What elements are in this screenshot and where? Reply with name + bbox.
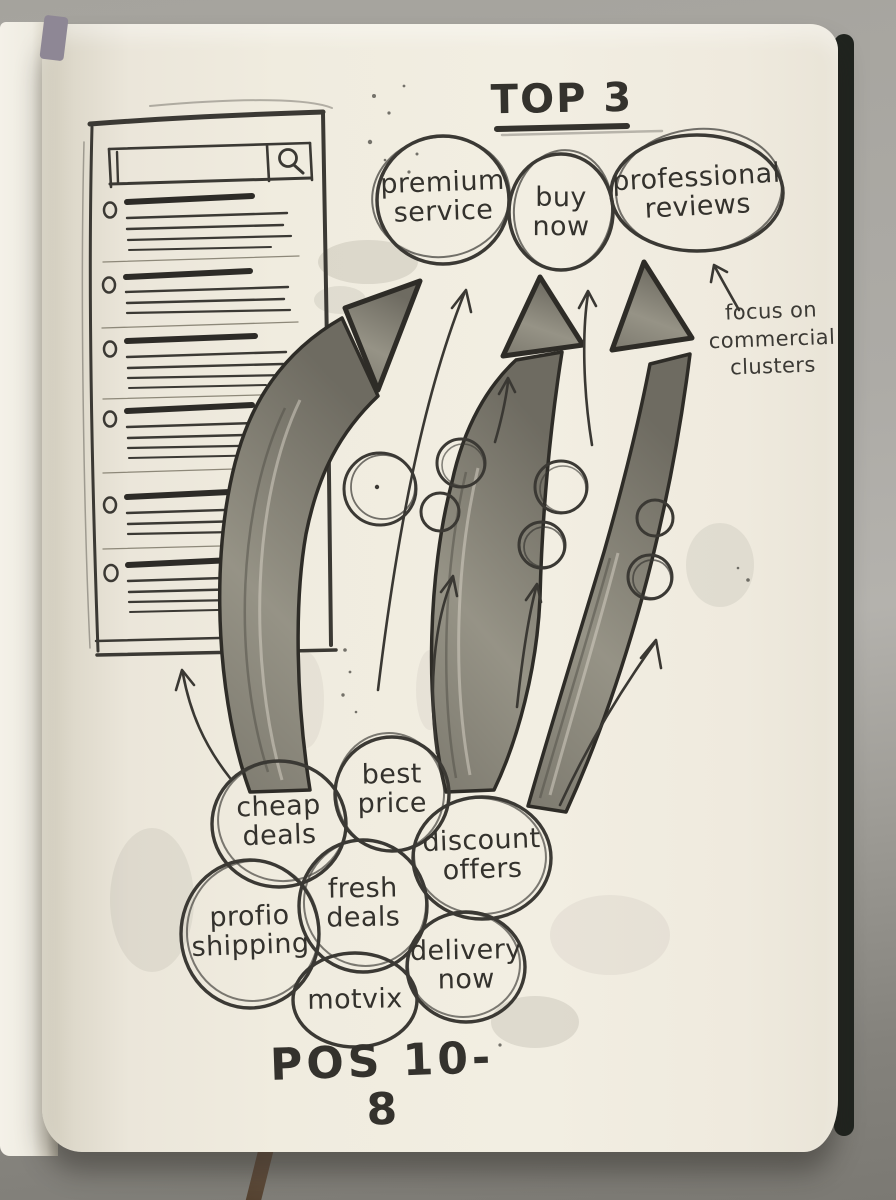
- annotation-arrow: [709, 263, 741, 312]
- floating-circle: [626, 553, 674, 601]
- cluster-label-discount-offers: discount offers: [421, 822, 542, 887]
- cluster-label-fresh-deals: fresh deals: [326, 872, 401, 934]
- top-bubble-label-professional-reviews: professional reviews: [611, 157, 782, 225]
- pencil-specks: [341, 84, 750, 1047]
- top-bubbles: [371, 127, 785, 272]
- floating-circle: [342, 451, 418, 527]
- floating-circle: [435, 437, 487, 489]
- top-bubble-label-buy-now: buy now: [532, 182, 590, 243]
- bubble-motvix: [291, 951, 419, 1049]
- annotation-note: focus on commercial clusters: [691, 295, 854, 384]
- bubble-delivery-now: [405, 910, 527, 1024]
- page-title: TOP 3: [490, 74, 634, 124]
- floating-circle: [517, 520, 567, 570]
- thin-arrow: [515, 582, 543, 709]
- annotation-line: clusters: [729, 352, 817, 380]
- floating-circle: [533, 459, 589, 515]
- cluster-to-wireframe-arrow: [174, 668, 232, 780]
- big-arrow-left: [218, 278, 423, 794]
- floating-circles: [342, 437, 675, 601]
- serp-wireframe: [81, 99, 338, 657]
- thin-arrow: [558, 638, 663, 807]
- bubble-fresh-deals: [297, 838, 429, 974]
- search-bar: [107, 141, 314, 189]
- cluster-label-profio-shipping: profio shipping: [191, 899, 310, 964]
- big-arrow-right: [526, 259, 695, 814]
- bubble-professional-reviews: [609, 127, 785, 253]
- title-underline: [494, 123, 664, 137]
- cluster-bubbles: [179, 732, 553, 1049]
- cluster-label-best-price: best price: [357, 758, 428, 820]
- position-label: POS 10-8: [269, 1032, 496, 1136]
- bubble-profio-shipping: [179, 858, 321, 1010]
- thin-arrow: [577, 289, 598, 447]
- big-arrow-middle: [429, 274, 586, 794]
- bubble-buy-now: [507, 149, 615, 272]
- search-icon: [278, 148, 305, 175]
- floating-circle: [419, 491, 461, 533]
- floating-circle: [635, 498, 675, 538]
- cluster-label-motvix: motvix: [307, 983, 403, 1016]
- serp-result-row: [101, 268, 299, 329]
- thin-arrow: [493, 376, 517, 444]
- serp-result-row: [102, 333, 300, 400]
- notebook-cover-edge: [834, 34, 854, 1136]
- thin-arrow: [431, 574, 459, 755]
- cluster-label-cheap-deals: cheap deals: [235, 789, 322, 853]
- cluster-label-delivery-now: delivery now: [409, 934, 522, 996]
- top-bubble-label-premium-service: premium service: [379, 164, 506, 229]
- thin-arrows: [174, 263, 741, 807]
- serp-result-row: [102, 193, 300, 263]
